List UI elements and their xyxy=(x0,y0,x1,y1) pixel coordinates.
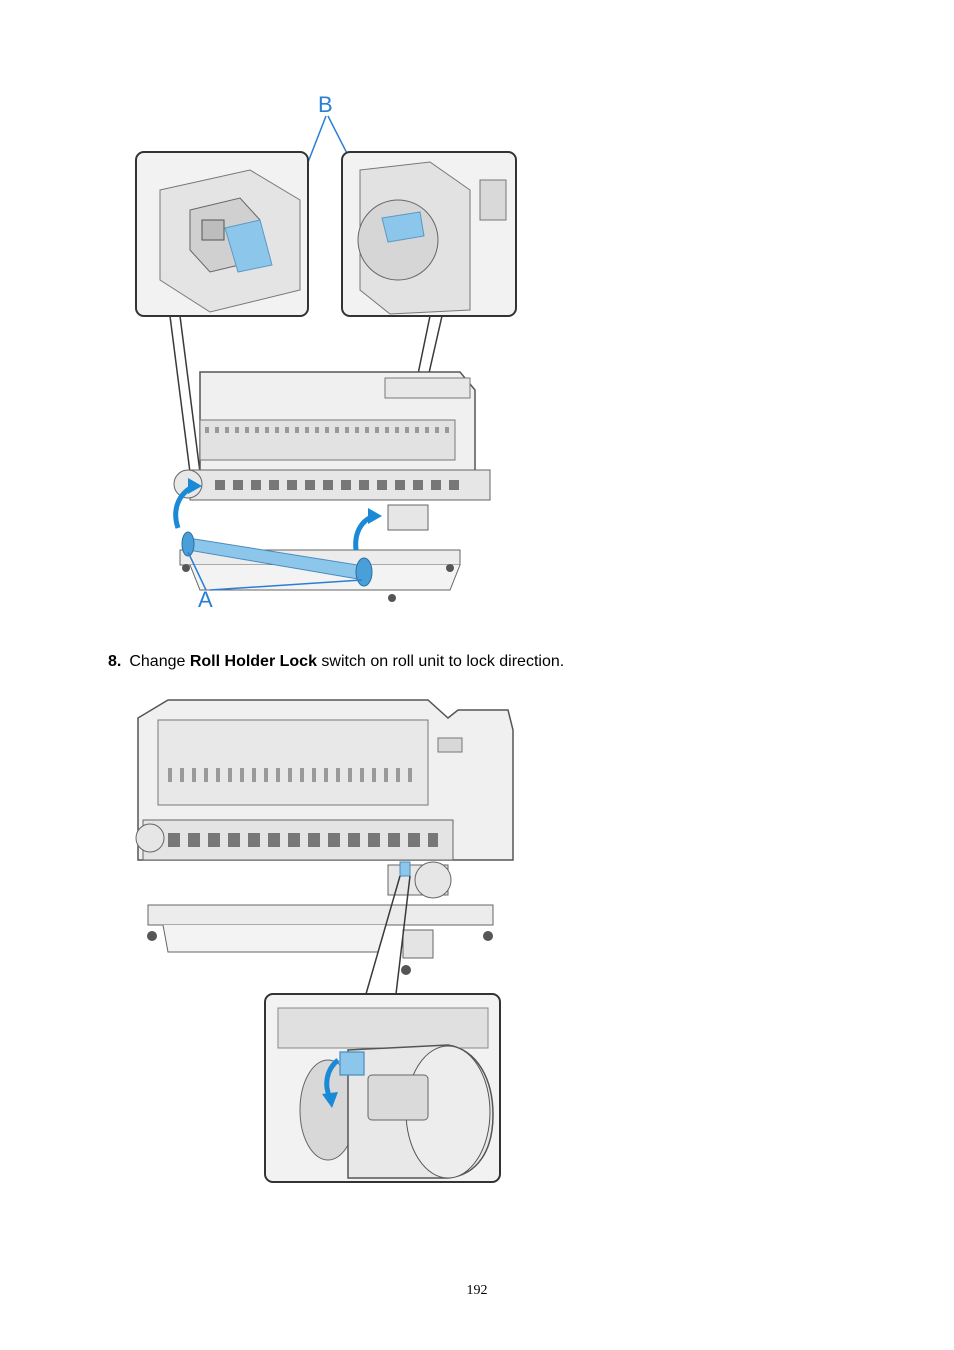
roll-holder-lock-illustration xyxy=(135,699,514,1183)
roll-holder-shaft xyxy=(181,531,373,587)
roll-holder-lock-term: Roll Holder Lock xyxy=(189,653,317,670)
printer-body xyxy=(135,699,514,975)
callout-a-label: A xyxy=(198,587,213,612)
printer-body xyxy=(173,371,491,602)
page-number: 192 xyxy=(466,1283,488,1298)
callout-b-label: B xyxy=(318,92,333,117)
step-number: 8. xyxy=(108,653,122,670)
left-inset-detail xyxy=(135,151,309,317)
roll-holder-lock-switch xyxy=(339,1051,365,1076)
roll-holder-loading-illustration: B xyxy=(135,92,517,612)
right-inset-detail xyxy=(341,151,517,317)
callout-a-line-right xyxy=(209,579,363,591)
step-8-instruction: 8. Change Roll Holder Lock switch on roll… xyxy=(108,652,564,672)
step-text-after: switch on roll unit to lock direction. xyxy=(316,653,565,670)
callout-a-line-left xyxy=(187,551,207,591)
step-text-before: Change xyxy=(129,653,190,670)
lock-switch-inset xyxy=(264,993,501,1183)
